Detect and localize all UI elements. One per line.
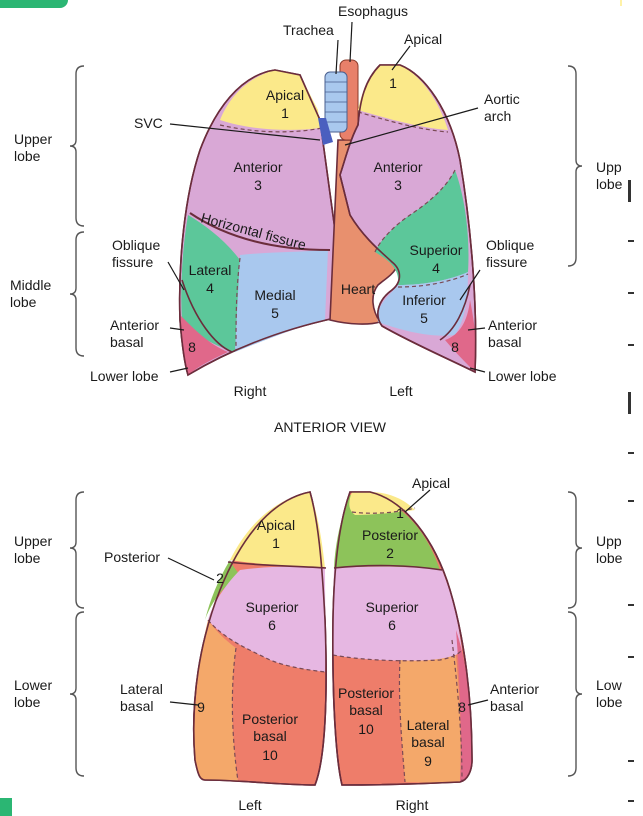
- label-brace-middle-left: Middlelobe: [10, 277, 51, 310]
- label-post-side-right: Right: [396, 797, 429, 813]
- seg-ant-l-superior: Superior: [410, 242, 463, 258]
- label-anterior-basal-left: Anteriorbasal: [110, 317, 159, 350]
- label-esophagus: Esophagus: [338, 3, 408, 19]
- seg-post-l-apical: Apical: [257, 517, 295, 533]
- label-aortic-arch: Aorticarch: [484, 91, 520, 124]
- edge-bar: [628, 180, 631, 202]
- label-ant-side-left: Left: [389, 383, 412, 399]
- label-svc: SVC: [134, 115, 163, 131]
- leader-post-anterior-basal: [468, 700, 488, 705]
- seg-post-l-9: 9: [197, 699, 205, 715]
- seg-post-r-posterior-basal-num: 10: [358, 721, 374, 737]
- posterior-view: [70, 490, 582, 785]
- seg-ant-r-lateral-num: 4: [206, 280, 214, 296]
- edge-mark: [628, 240, 634, 242]
- label-lower-lobe-left: Lower lobe: [90, 368, 159, 384]
- label-oblique-right: Obliquefissure: [486, 237, 534, 270]
- seg-ant-r-anterior: Anterior: [233, 159, 282, 175]
- leader-post-posterior: [168, 558, 214, 580]
- seg-post-r-superior-num: 6: [388, 617, 396, 633]
- post-left-brace-upper: [70, 492, 84, 608]
- edge-mark: [628, 656, 634, 658]
- seg-post-r-posterior-num: 2: [386, 545, 394, 561]
- seg-ant-l-1: 1: [389, 75, 397, 91]
- edge-mark: [628, 292, 634, 294]
- ant-left-brace-middle: [70, 232, 84, 356]
- leader-lower-lobe-left: [170, 368, 188, 372]
- seg-ant-l-anterior: Anterior: [373, 159, 422, 175]
- seg-post-r-8: 8: [458, 699, 466, 715]
- anterior-left-lung: [340, 65, 476, 372]
- seg-ant-l-inferior-num: 5: [420, 310, 428, 326]
- leader-trachea: [336, 40, 338, 74]
- lung-segments-diagram: Esophagus Trachea Apical SVC Aorticarch …: [0, 0, 622, 816]
- adjacent-page-edge: [622, 0, 643, 816]
- seg-post-r-1: 1: [396, 505, 404, 521]
- seg-ant-l-inferior: Inferior: [402, 292, 446, 308]
- ant-left-brace-upper: [70, 66, 84, 226]
- label-anterior-view: ANTERIOR VIEW: [274, 419, 387, 435]
- label-ant-side-right: Right: [234, 383, 267, 399]
- edge-mark: [628, 800, 634, 802]
- label-post-apical-top: Apical: [412, 475, 450, 491]
- label-post-brace-upper-left: Upperlobe: [14, 533, 52, 566]
- seg-ant-r-apical-num: 1: [281, 105, 289, 121]
- seg-ant-r-lateral: Lateral: [189, 262, 232, 278]
- label-post-side-left: Left: [238, 797, 261, 813]
- edge-mark: [628, 760, 634, 762]
- seg-ant-l-8: 8: [451, 339, 459, 355]
- label-heart: Heart: [341, 281, 375, 297]
- label-trachea: Trachea: [283, 22, 334, 38]
- seg-post-r-lateral-basal-num: 9: [424, 753, 432, 769]
- seg-post-r-superior: Superior: [366, 599, 419, 615]
- post-right-brace-lower: [568, 612, 582, 776]
- seg-post-l-posterior-basal-num: 10: [262, 747, 278, 763]
- edge-bar: [628, 392, 631, 414]
- label-oblique-left: Obliquefissure: [112, 237, 160, 270]
- seg-ant-r-8: 8: [188, 339, 196, 355]
- edge-mark: [628, 604, 634, 606]
- post-left-brace-lower: [70, 612, 84, 776]
- edge-mark: [628, 500, 634, 502]
- seg-post-l-superior: Superior: [246, 599, 299, 615]
- seg-post-l-superior-num: 6: [268, 617, 276, 633]
- edge-mark: [628, 344, 634, 346]
- leader-esophagus: [350, 22, 352, 62]
- edge-mark: [628, 452, 634, 454]
- label-lower-lobe-right: Lower lobe: [488, 368, 557, 384]
- label-apical-top: Apical: [404, 31, 442, 47]
- seg-ant-r-anterior-num: 3: [254, 177, 262, 193]
- seg-ant-l-anterior-num: 3: [394, 177, 402, 193]
- leader-post-apical: [405, 490, 430, 512]
- trachea-shape: [325, 72, 347, 132]
- seg-ant-l-superior-num: 4: [432, 260, 440, 276]
- post-right-brace-upper: [568, 492, 582, 608]
- seg-post-l-apical-num: 1: [272, 535, 280, 551]
- ant-right-brace-upper: [568, 66, 582, 266]
- seg-ant-r-apical: Apical: [266, 87, 304, 103]
- seg-post-l-2: 2: [216, 570, 224, 586]
- seg-ant-r-medial-num: 5: [271, 305, 279, 321]
- seg-ant-r-medial: Medial: [254, 287, 295, 303]
- seg-post-r-posterior: Posterior: [362, 527, 418, 543]
- label-post-posterior: Posterior: [104, 549, 160, 565]
